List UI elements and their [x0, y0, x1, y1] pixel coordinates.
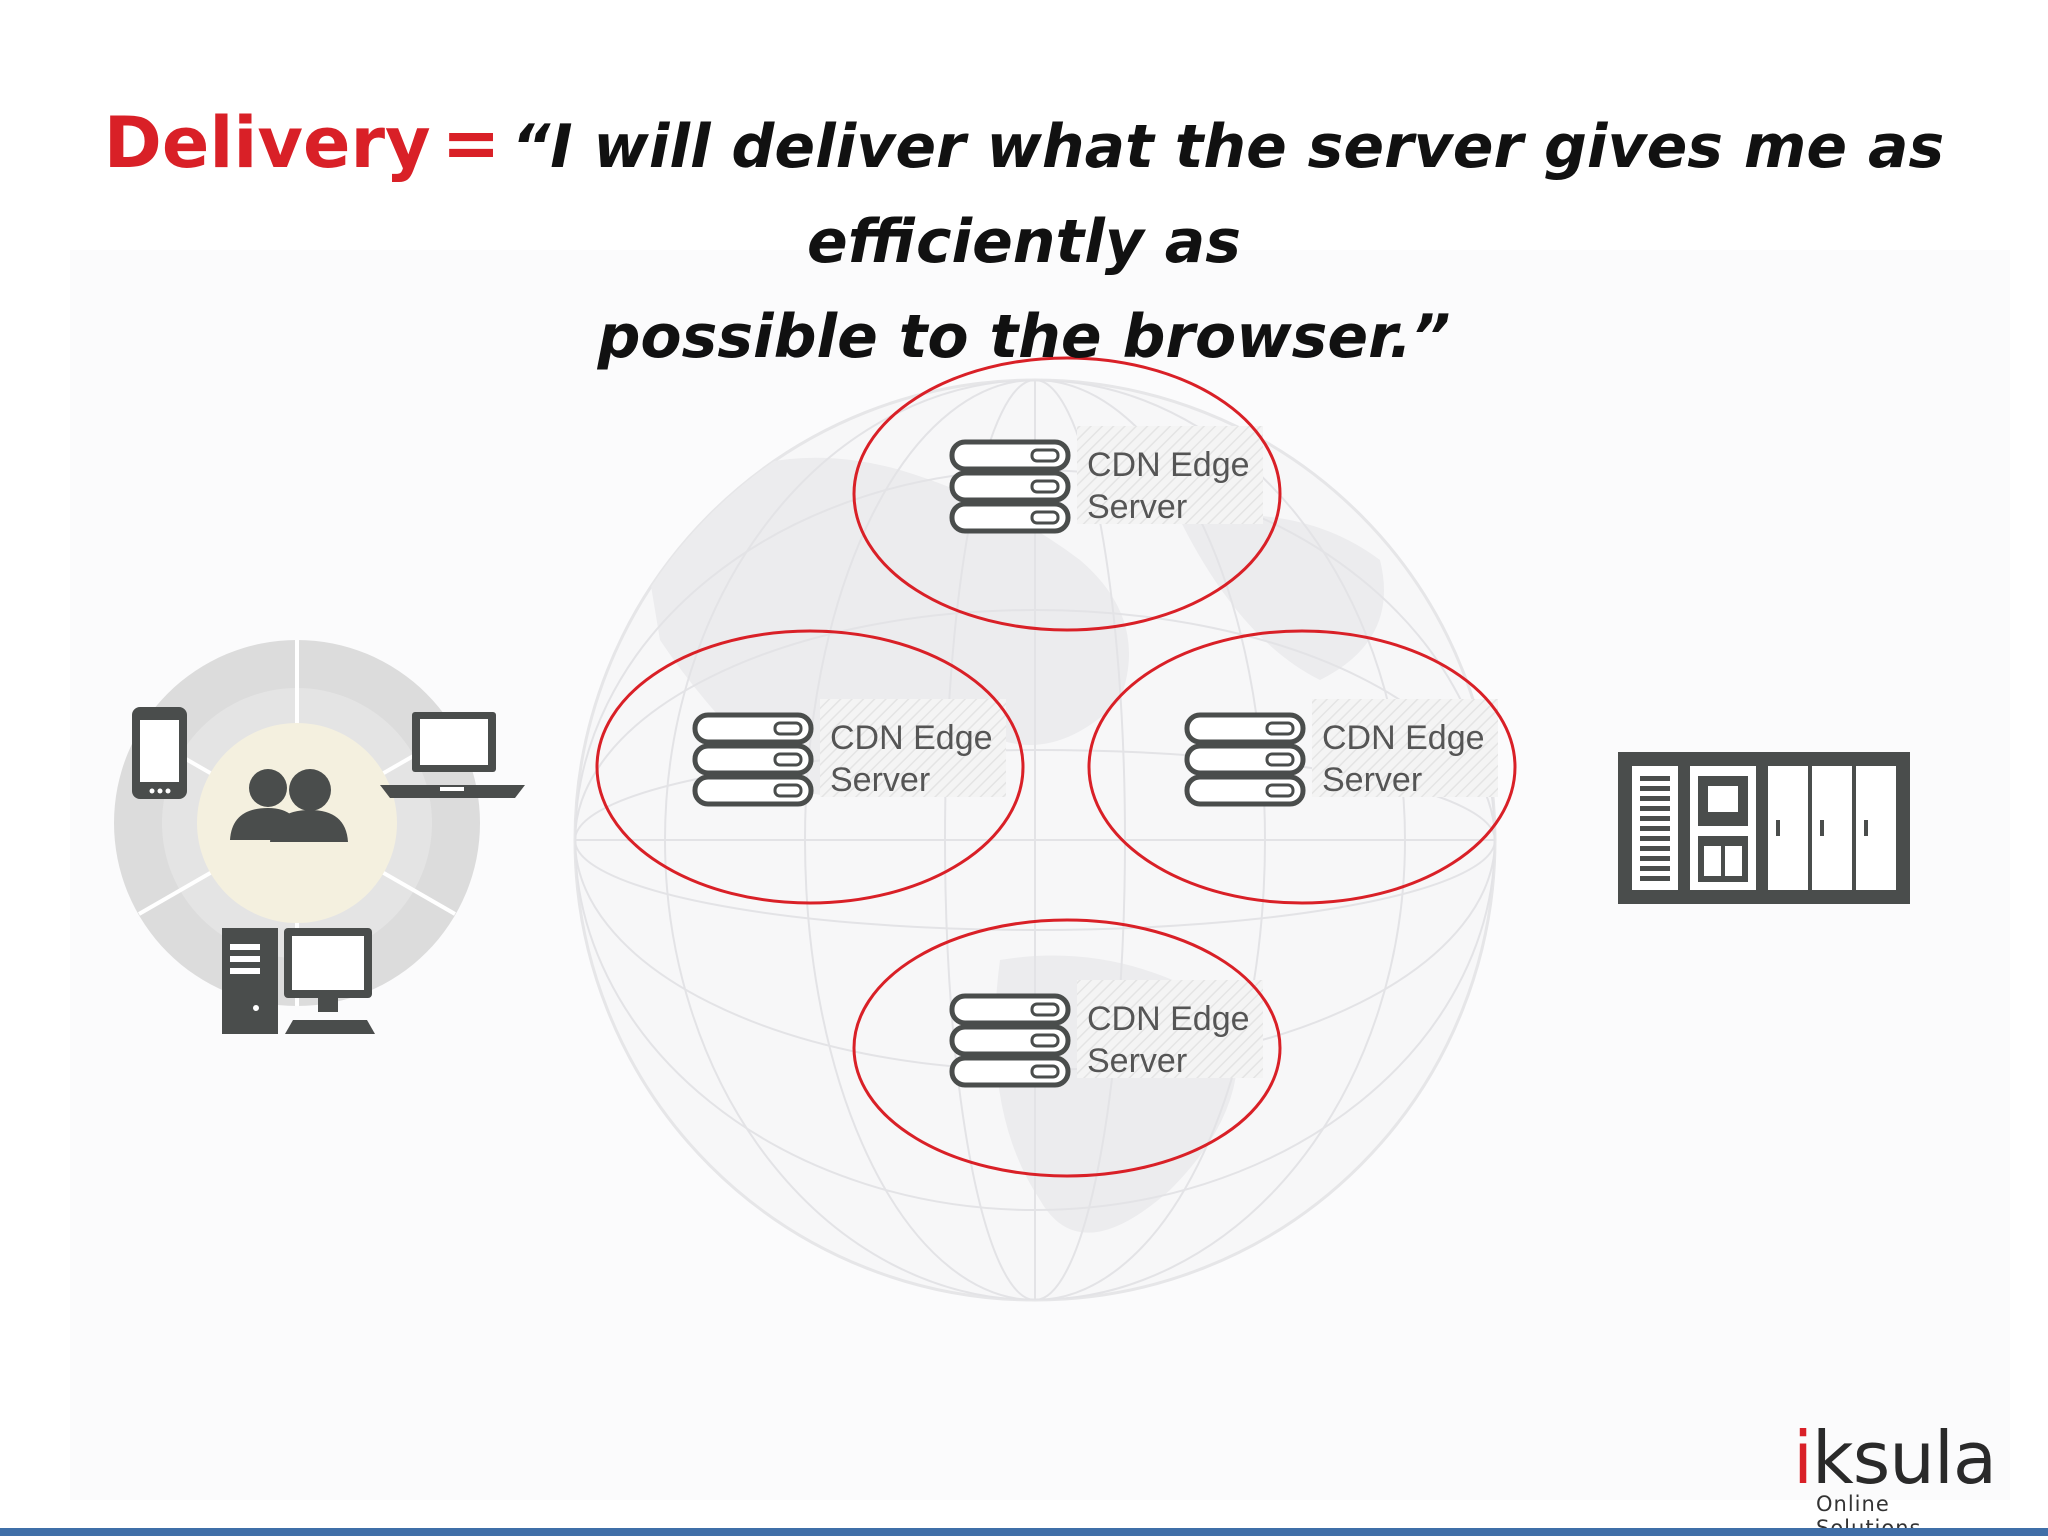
iksula-logo: iksula Online Solutions	[1793, 1418, 2016, 1540]
cdn-label-line2: Server	[1087, 488, 1187, 526]
label-backdrop	[1312, 699, 1498, 797]
cdn-label-line1: CDN Edge	[1322, 719, 1485, 757]
label-backdrop	[1077, 980, 1263, 1078]
server-stack-icon	[1184, 712, 1306, 807]
origin-server-icon	[1618, 752, 1910, 904]
desktop-computer-icon	[222, 928, 375, 1034]
label-backdrop	[1077, 426, 1263, 524]
bottom-bar	[0, 1528, 2048, 1536]
cdn-label-line2: Server	[1322, 761, 1422, 799]
highlight-ellipse	[852, 356, 1282, 632]
server-stack-icon	[949, 993, 1071, 1088]
headline-quote-line2: possible to the browser.”	[597, 302, 1451, 372]
label-backdrop	[820, 699, 1006, 797]
globe-icon	[573, 378, 1497, 1302]
cdn-label-line2: Server	[830, 761, 930, 799]
cdn-label-line1: CDN Edge	[1087, 1000, 1250, 1038]
server-stack-icon	[692, 712, 814, 807]
highlight-ellipse	[1087, 629, 1517, 905]
slide-headline: Delivery = “I will deliver what the serv…	[40, 100, 2008, 389]
laptop-icon	[380, 712, 525, 798]
users-icon	[230, 769, 348, 842]
logo-letter-i: i	[1793, 1416, 1813, 1500]
headline-term: Delivery	[103, 102, 431, 184]
server-stack-icon	[949, 439, 1071, 534]
cdn-label-line2: Server	[1087, 1042, 1187, 1080]
logo-letters: ksula	[1812, 1416, 1997, 1500]
headline-quote-line1: “I will deliver what the server gives me…	[511, 112, 1945, 277]
mobile-phone-icon	[132, 707, 187, 799]
highlight-ellipse	[595, 629, 1025, 905]
cdn-label-line1: CDN Edge	[1087, 446, 1250, 484]
logo-wordmark: iksula	[1793, 1416, 1997, 1500]
highlight-ellipse	[852, 918, 1282, 1178]
client-devices	[114, 640, 525, 1034]
headline-equals: =	[441, 102, 501, 184]
cdn-label-line1: CDN Edge	[830, 719, 993, 757]
